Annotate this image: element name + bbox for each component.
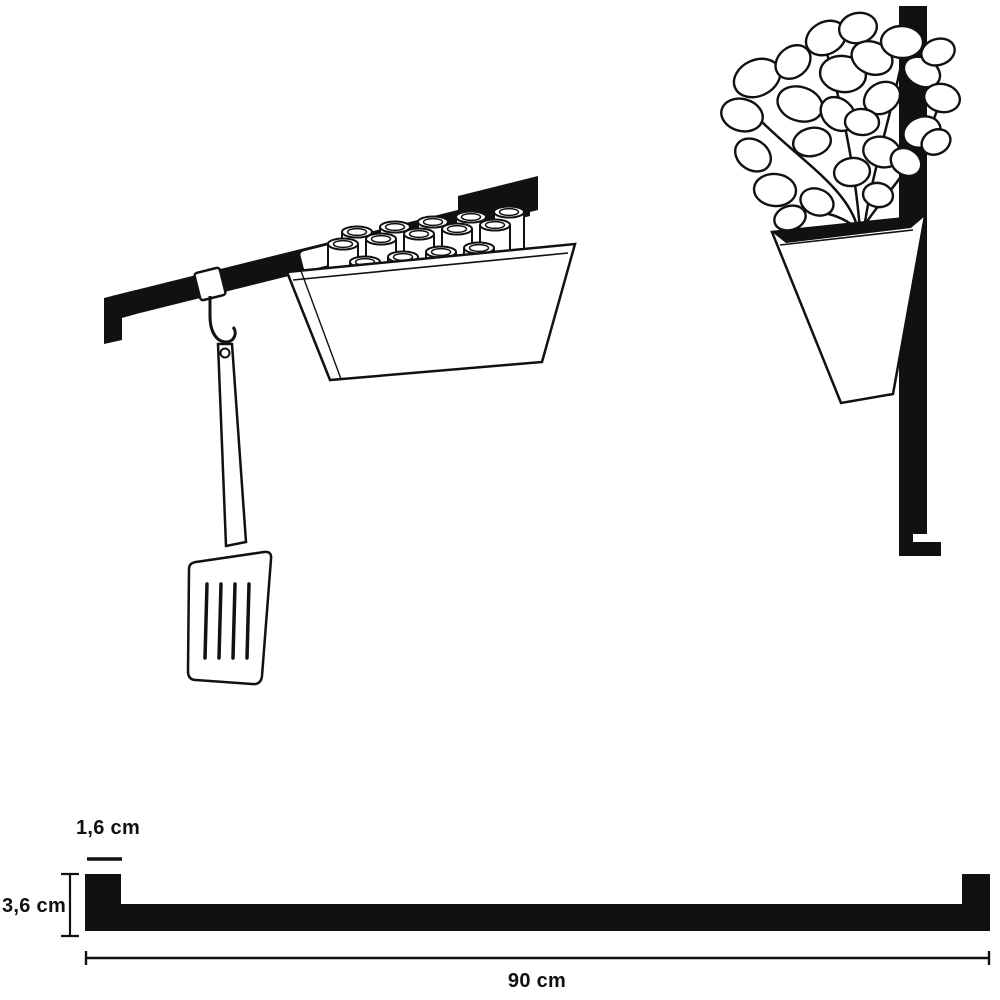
horizontal-rail-illustration (104, 176, 577, 686)
rail-profile-shape (85, 874, 990, 931)
spatula-blade (186, 550, 273, 686)
spatula-handle (216, 342, 248, 548)
rail-profile-dimension-drawing (61, 857, 991, 965)
spatula (186, 342, 273, 686)
hook-clip (193, 266, 227, 302)
s-hook (208, 296, 237, 344)
vertical-rail-illustration (720, 6, 962, 556)
rail-left-foot (104, 290, 136, 344)
rail-length-label: 90 cm (507, 970, 567, 992)
basket-rim-line (292, 252, 569, 281)
spatula-hang-hole (219, 347, 231, 359)
basket-fold-line (300, 270, 342, 380)
flange-width-label: 1,6 cm (76, 817, 141, 839)
length-dimension-line (84, 951, 991, 965)
spatula-slots (203, 582, 251, 660)
vertical-rail-foot (899, 522, 941, 556)
plant-leaves (720, 11, 962, 232)
pot-opening (772, 216, 925, 243)
jar-basket (285, 242, 577, 382)
pot-rim-line (779, 229, 914, 246)
planter-pot (770, 214, 927, 405)
profile-height-label: 3,6 cm (2, 895, 67, 917)
height-dimension-line (61, 872, 79, 938)
